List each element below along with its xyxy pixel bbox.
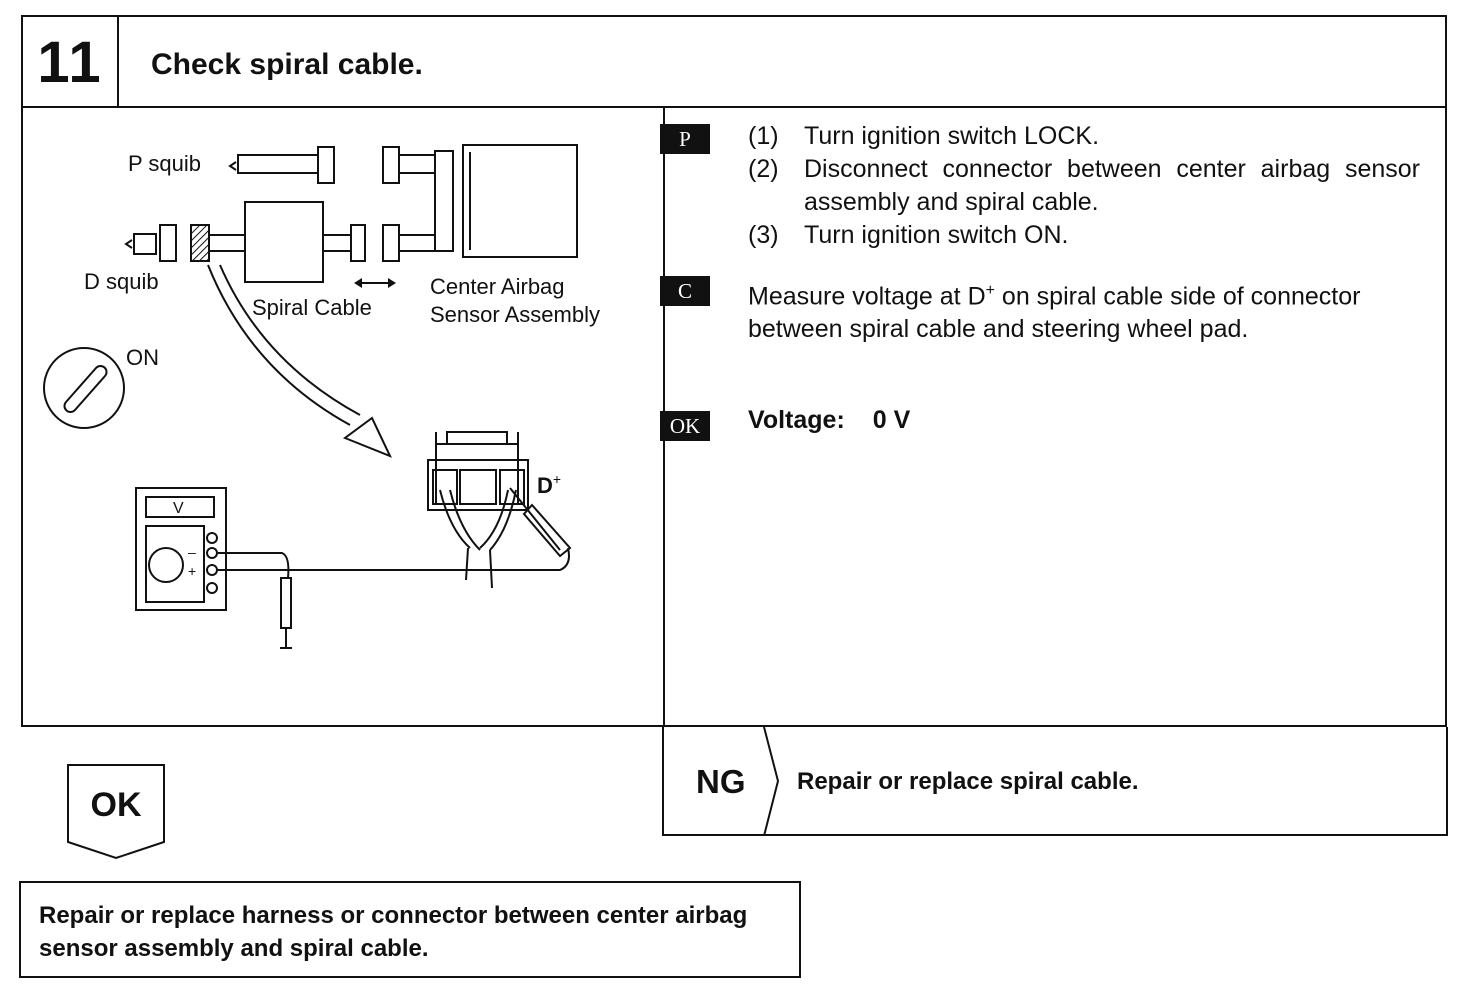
tag-ok: OK	[660, 411, 710, 441]
measure-post: on spiral cable side of connector betwee…	[748, 282, 1361, 344]
terminal-d-sup: +	[553, 471, 561, 487]
p-tag-row: P	[660, 124, 710, 154]
measure-pre: Measure voltage at D	[748, 282, 986, 311]
label-spiral-cable: Spiral Cable	[252, 295, 372, 320]
procedure-step: (1) Turn ignition switch LOCK.	[748, 120, 1420, 153]
measure-sup: +	[985, 282, 995, 299]
spiral-cable-diagram: P squib D squib Spiral Cable Center Airb…	[43, 144, 600, 649]
procedure-step: (2) Disconnect connector between center …	[748, 153, 1420, 219]
step-frame: 11 Check spiral cable.	[21, 15, 1447, 727]
terminal-d-text: D	[537, 473, 553, 498]
meter-v-label: V	[173, 500, 184, 517]
label-center-airbag: Center Airbag	[430, 274, 565, 299]
label-ignition-on: ON	[126, 345, 159, 370]
ng-label: NG	[696, 763, 746, 800]
ok-tag-row: OK	[660, 411, 710, 441]
step-index: (3)	[748, 221, 779, 249]
ok-action-box: Repair or replace harness or connector b…	[19, 881, 801, 978]
step-text: Turn ignition switch ON.	[804, 221, 1069, 249]
ng-action: Repair or replace spiral cable.	[797, 768, 1139, 795]
label-terminal-d: D+	[537, 471, 561, 498]
spec-value: 0 V	[872, 406, 911, 434]
meter-plus-label: +	[188, 563, 196, 579]
step-index: (2)	[748, 155, 779, 183]
label-p-squib: P squib	[128, 151, 201, 176]
tag-p: P	[660, 124, 710, 154]
procedure-step: (3) Turn ignition switch ON.	[748, 219, 1420, 252]
label-sensor-assembly: Sensor Assembly	[430, 302, 600, 327]
ng-chevron	[763, 727, 780, 836]
step-text: Disconnect connector between center airb…	[804, 155, 1420, 216]
meter-minus-label: –	[188, 544, 196, 560]
step-index: (1)	[748, 122, 779, 150]
spec-label: Voltage:	[748, 406, 845, 434]
ok-label: OK	[90, 786, 142, 824]
label-d-squib: D squib	[84, 269, 159, 294]
c-tag-row: C	[660, 276, 710, 306]
step-text: Turn ignition switch LOCK.	[804, 122, 1100, 150]
step-number: 11	[23, 17, 119, 108]
tag-c: C	[660, 276, 710, 306]
step-title: Check spiral cable.	[151, 48, 423, 81]
procedure-steps: (1) Turn ignition switch LOCK. (2) Disco…	[748, 120, 1420, 252]
ok-action: Repair or replace harness or connector b…	[39, 902, 748, 962]
voltage-spec: Voltage: 0 V	[748, 406, 910, 435]
header-divider	[23, 106, 1445, 108]
ok-arrow-box	[67, 764, 165, 860]
measure-instruction: Measure voltage at D+ on spiral cable si…	[748, 274, 1388, 346]
ng-frame	[662, 727, 1448, 836]
